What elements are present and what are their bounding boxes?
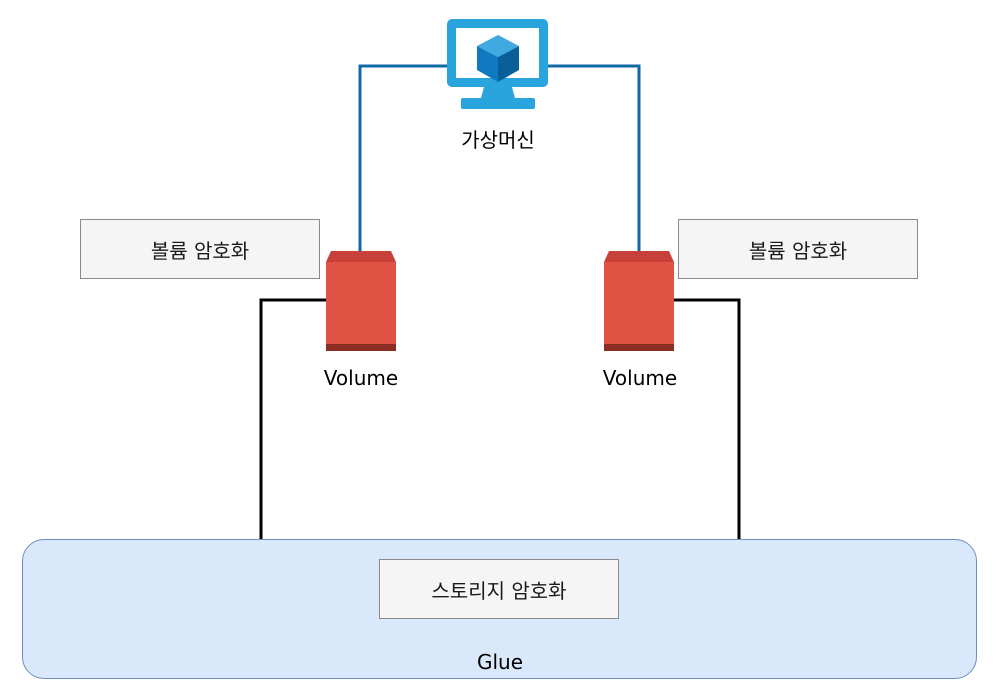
storage-volume-icon-right[interactable] [604,251,674,351]
cube-icon [477,35,519,82]
vm-label: 가상머신 [461,128,535,152]
storage-encryption-label: 스토리지 암호화 [379,559,619,619]
volume-encryption-label-left: 볼륨 암호화 [80,219,320,279]
virtual-machine-monitor-icon[interactable] [447,19,548,109]
glue-label: Glue [476,650,524,674]
vm-link-right [548,64,641,252]
volume-label-left: Volume [323,366,399,390]
glue-link-right [673,298,741,540]
storage-volume-icon-left[interactable] [326,251,396,351]
vm-link-left [358,64,448,252]
volume-encryption-label-right: 볼륨 암호화 [678,219,918,279]
glue-link-left [259,298,326,540]
volume-label-right: Volume [602,366,678,390]
